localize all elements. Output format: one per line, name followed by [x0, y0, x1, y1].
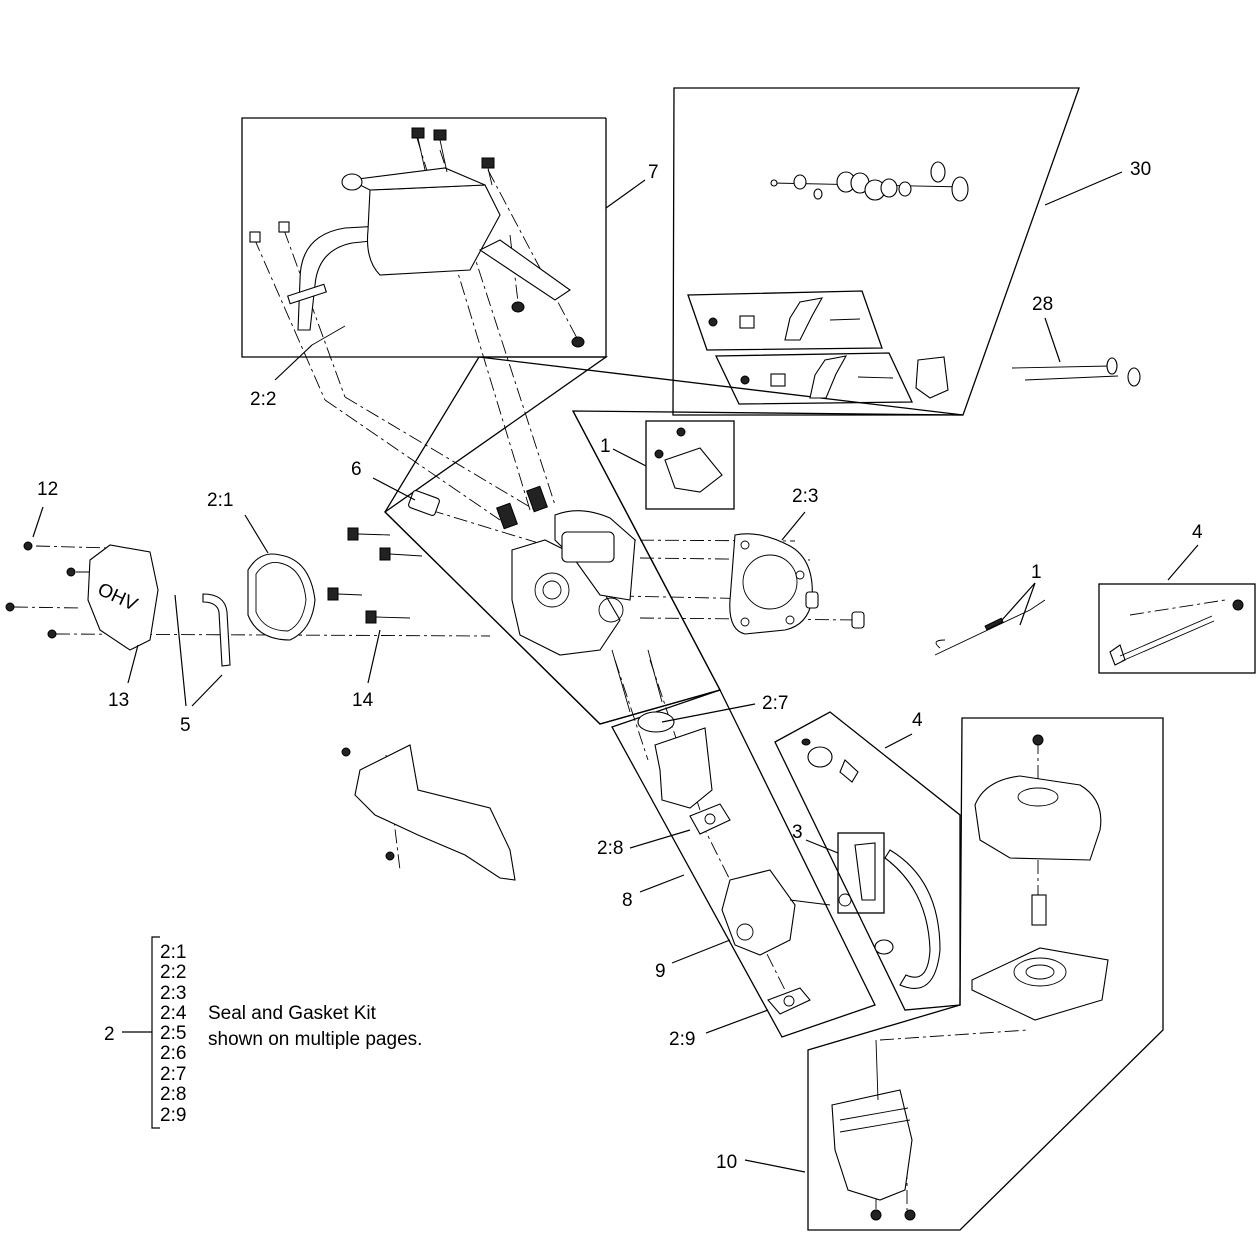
heat-shield — [341, 744, 516, 881]
carburetor-gasket — [689, 803, 731, 835]
callout-28: 28 — [1032, 294, 1053, 315]
kit-item-4: 2:4 — [160, 1003, 187, 1024]
head-gasket — [729, 533, 865, 635]
air-cleaner-gasket — [767, 987, 811, 1015]
callout-8: 8 — [622, 890, 633, 911]
kit-legend: 2 2:1 2:2 2:3 2:4 2:5 2:6 2:7 2:8 2:9 Se… — [104, 936, 422, 1129]
fuel-filter — [801, 738, 859, 783]
callout-2-8: 2:8 — [597, 838, 623, 859]
muffler-bolts — [411, 127, 495, 186]
kit-item-9: 2:9 — [160, 1105, 186, 1126]
kit-note-line-1: Seal and Gasket Kit — [208, 1003, 377, 1024]
callout-9: 9 — [655, 961, 666, 982]
carburetor-group-frame — [611, 689, 876, 1038]
kit-item-8: 2:8 — [160, 1084, 186, 1105]
air-cleaner-base — [971, 947, 1109, 1021]
fuel-hose — [838, 842, 941, 990]
throttle-bracket-frame — [645, 420, 735, 510]
spark-plug — [408, 490, 440, 516]
throttle-cable — [934, 599, 1046, 656]
callout-4-cable-tie: 4 — [1192, 522, 1203, 543]
callout-7: 7 — [648, 162, 659, 183]
valve-group-frame — [672, 87, 1080, 416]
kit-item-2: 2:2 — [160, 962, 186, 983]
cable-tie — [1109, 599, 1244, 666]
kit-item-3: 2:3 — [160, 983, 186, 1004]
muffler-group-frame — [241, 117, 607, 358]
callout-4-fuel: 4 — [912, 710, 923, 731]
valve-cover-gasket — [247, 553, 316, 641]
callout-2-2: 2:2 — [250, 389, 276, 410]
valve-cover: OHV — [5, 541, 231, 667]
muffler-assembly — [249, 127, 585, 348]
callout-3: 3 — [792, 822, 803, 843]
callout-labels: 7 30 28 2:2 1 6 2:1 2:3 12 4 1 13 5 14 2… — [37, 159, 1203, 1173]
rocker-arm-frames — [687, 290, 914, 405]
kit-item-1: 2:1 — [160, 942, 186, 963]
callout-12: 12 — [37, 479, 58, 500]
callout-1-bracket: 1 — [600, 436, 611, 457]
push-rods — [1011, 357, 1141, 387]
callout-14: 14 — [352, 690, 374, 711]
intake-insulator — [637, 711, 713, 809]
kit-item-5: 2:5 — [160, 1023, 186, 1044]
leader-lines — [32, 171, 1199, 1173]
callout-10: 10 — [716, 1152, 737, 1173]
throttle-bracket — [654, 427, 723, 493]
callout-30: 30 — [1130, 159, 1151, 180]
kit-item-6: 2:6 — [160, 1043, 186, 1064]
carburetor — [721, 869, 831, 956]
callout-2-1: 2:1 — [207, 490, 233, 511]
cylinder-block — [831, 1039, 916, 1221]
callout-13: 13 — [108, 690, 129, 711]
air-cleaner-cover — [974, 734, 1102, 926]
callout-6: 6 — [351, 459, 362, 480]
cylinder-head — [496, 485, 663, 713]
air-cleaner-frame — [807, 717, 1164, 1231]
fuel-hose-frame — [837, 832, 885, 914]
callout-5: 5 — [180, 715, 191, 736]
callout-2-9: 2:9 — [669, 1029, 695, 1050]
kit-note-line-2: shown on multiple pages. — [208, 1029, 422, 1050]
callout-1-cable: 1 — [1031, 562, 1042, 583]
fuel-line-frame — [774, 711, 961, 1011]
head-bolts — [327, 527, 423, 624]
callout-2-3: 2:3 — [792, 486, 818, 507]
cable-tie-frame — [1098, 583, 1256, 674]
callout-2-7: 2:7 — [762, 693, 788, 714]
valve-assembly — [770, 161, 969, 202]
kit-item-7: 2:7 — [160, 1064, 186, 1085]
rocker-arm-parts — [708, 297, 949, 399]
callout-2: 2 — [104, 1024, 115, 1045]
